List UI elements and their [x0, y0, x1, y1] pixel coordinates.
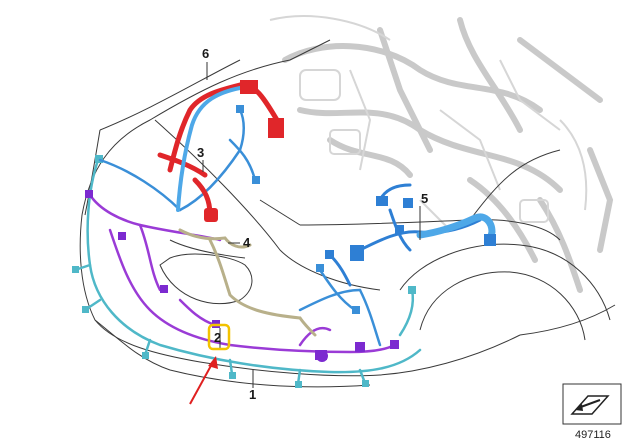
callout-2-highlight-box: [207, 323, 231, 351]
front-end-connectors: [236, 105, 360, 314]
front-lighting-harness: [88, 193, 397, 354]
arrow-icon: [570, 395, 610, 415]
front-end-harness: [98, 108, 382, 347]
navigation-icon-box[interactable]: [562, 383, 622, 425]
callout-6[interactable]: 6: [202, 46, 209, 61]
engine-bay-background: [282, 17, 614, 293]
callout-3[interactable]: 3: [197, 145, 204, 160]
battery-terminals: [204, 80, 284, 222]
front-lighting-connectors: [85, 190, 399, 362]
hood-harness: [178, 228, 317, 337]
bumper-connectors: [72, 155, 416, 388]
car-body-outline: [79, 39, 616, 388]
diagram-id: 497116: [575, 429, 611, 441]
pointer-arrow: [189, 356, 218, 405]
battery-harness-overlay: [176, 86, 242, 212]
callout-1[interactable]: 1: [249, 387, 256, 402]
engine-harness-thick: [416, 213, 496, 244]
engine-connectors: [325, 196, 496, 261]
callout-4[interactable]: 4: [243, 235, 251, 250]
callout-2[interactable]: 2: [214, 330, 221, 345]
leader-lines: [202, 62, 421, 388]
engine-bay-fine-lines: [269, 15, 588, 231]
callout-5[interactable]: 5: [421, 191, 428, 206]
